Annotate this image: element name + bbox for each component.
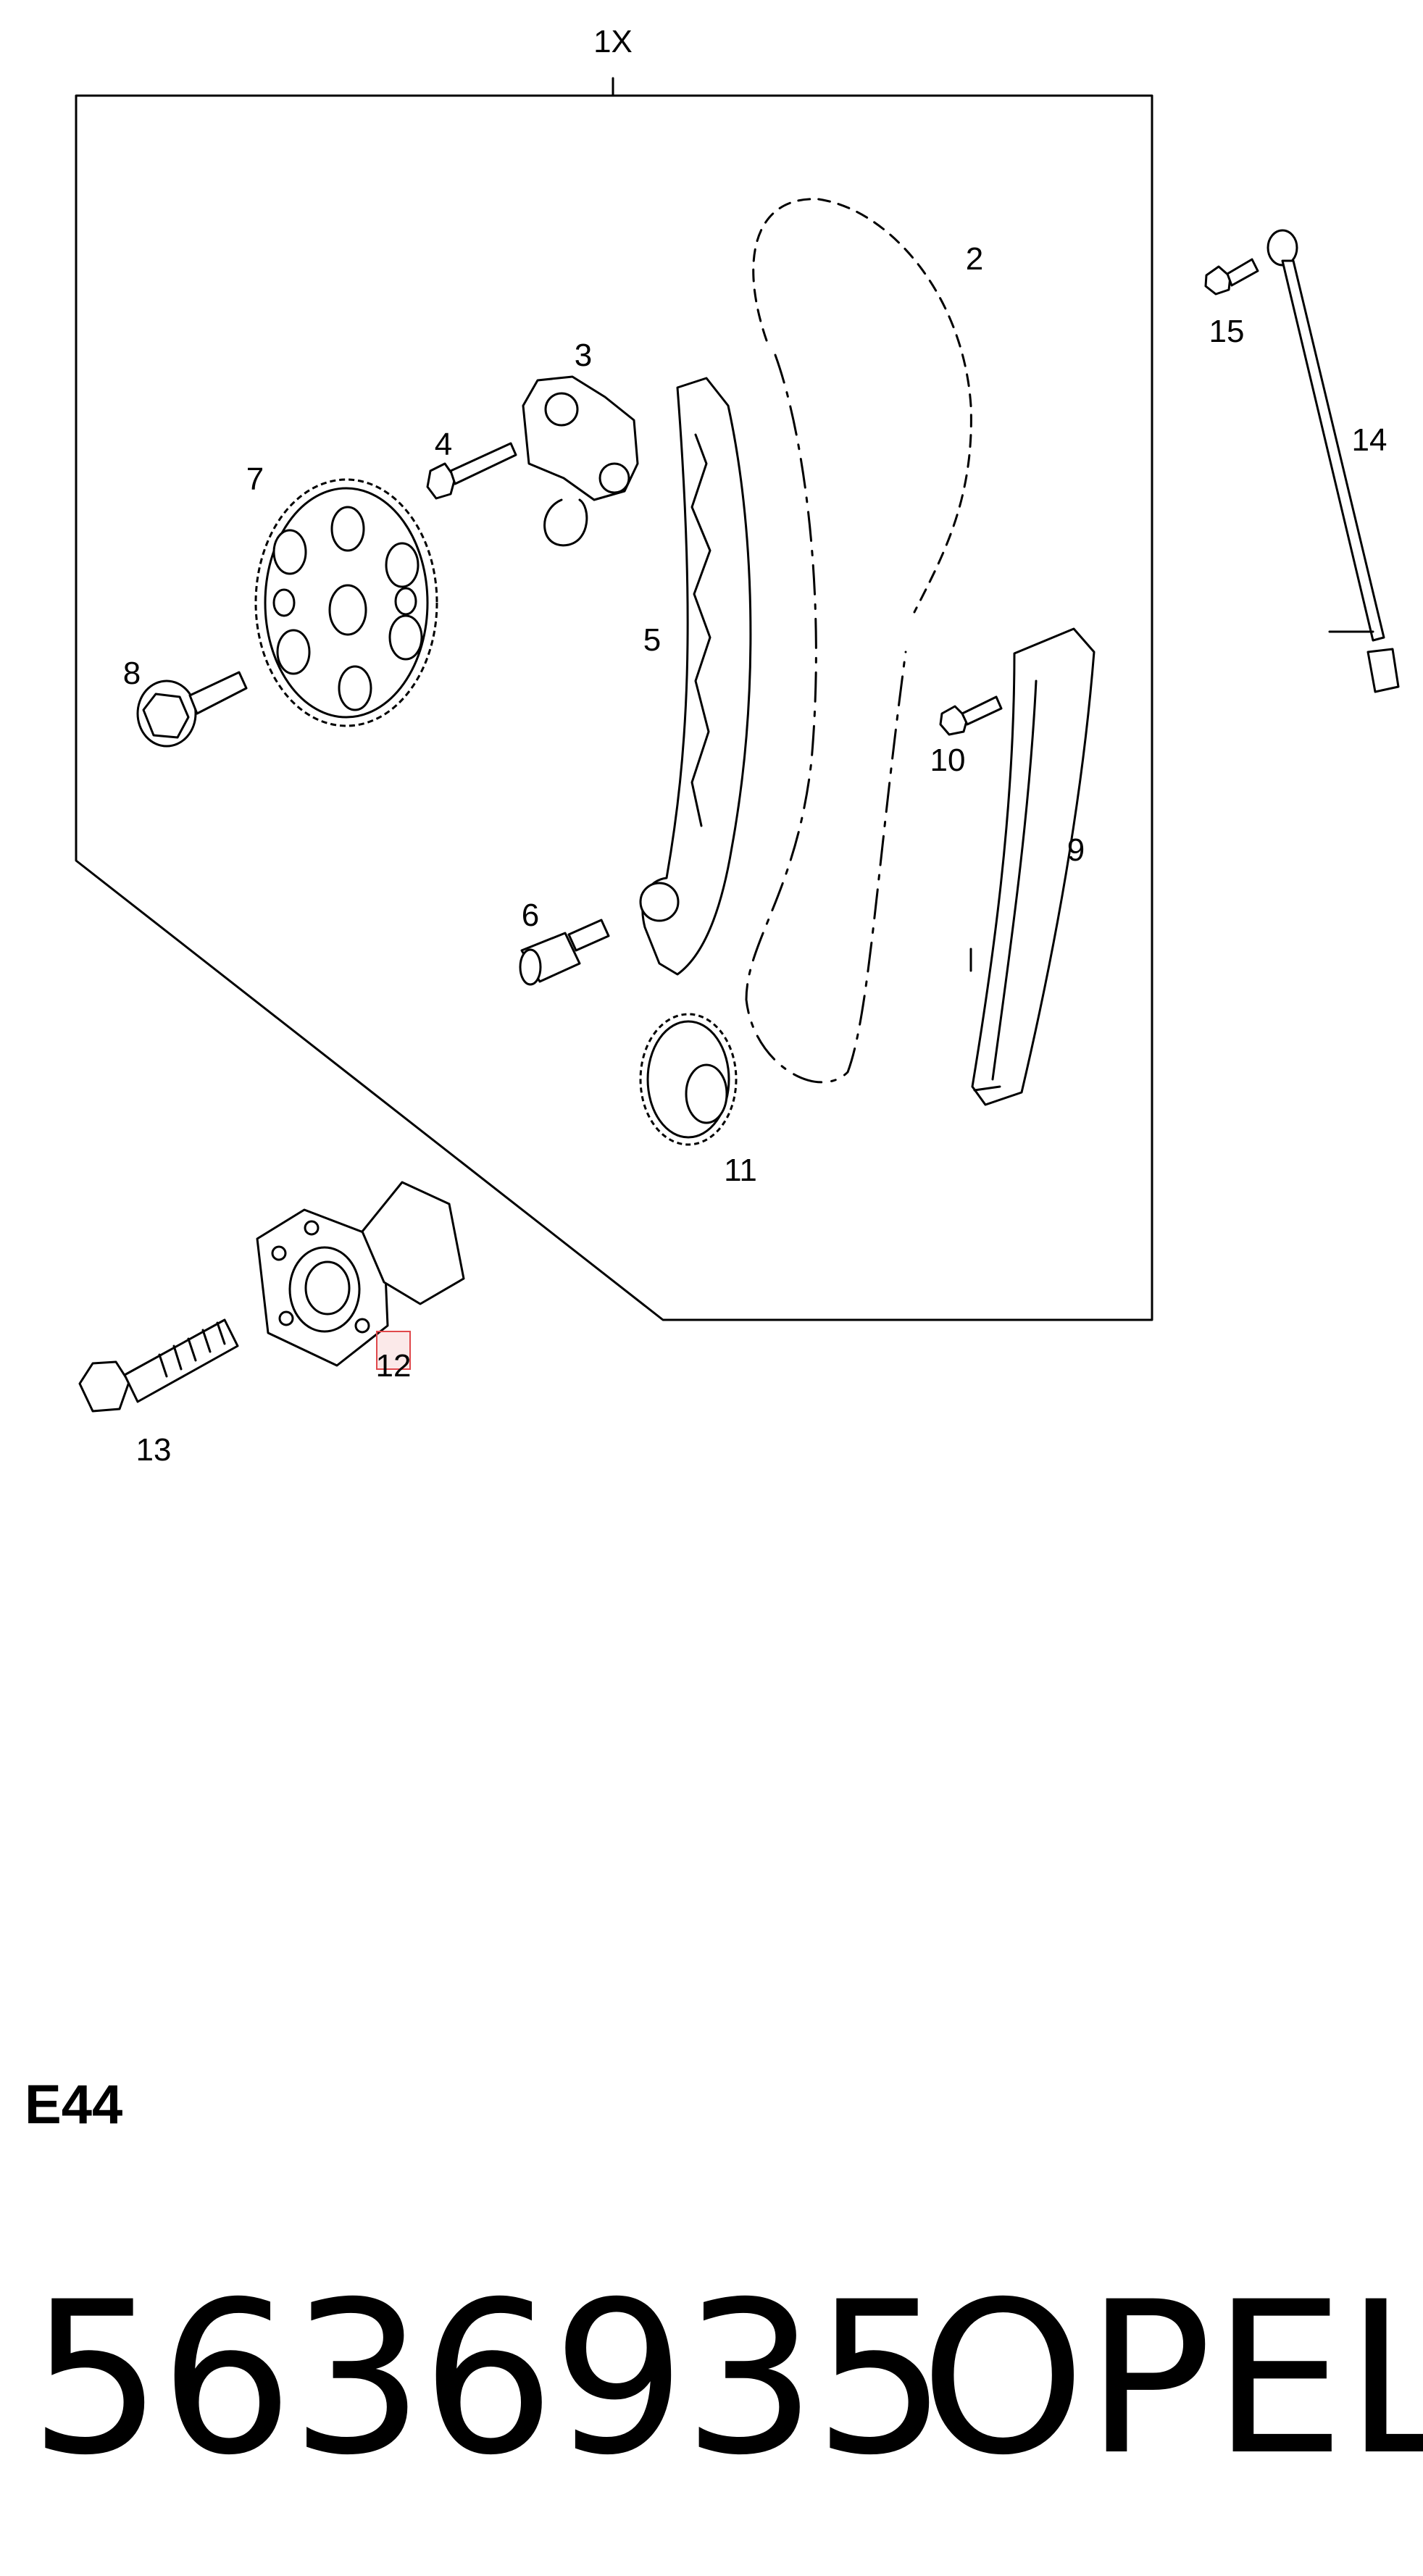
callout-2: 2 (966, 241, 983, 277)
callout-12-highlight (376, 1331, 411, 1370)
callout-10: 10 (930, 743, 966, 778)
callout-4: 4 (435, 427, 452, 462)
tensioner-rail[interactable] (639, 377, 752, 976)
camshaft-sprocket[interactable] (254, 478, 438, 727)
guide-rail-bolt[interactable] (939, 695, 1003, 736)
callout-6: 6 (522, 898, 539, 933)
part-number: 5636935 (29, 2257, 948, 2501)
sprocket-bolt[interactable] (136, 671, 248, 748)
exploded-parts-diagram: 1X 2 3 4 5 6 (75, 24, 1400, 1468)
callout-7: 7 (246, 461, 264, 497)
callout-13: 13 (136, 1432, 172, 1468)
kit-frame (75, 77, 1153, 1321)
callout-8: 8 (123, 656, 141, 691)
brand-name: OPEL (920, 2257, 1423, 2501)
kit-label: 1X (593, 24, 633, 59)
crankshaft-sprocket[interactable] (639, 1013, 738, 1146)
chain-tensioner[interactable] (522, 375, 639, 547)
callout-3: 3 (575, 338, 592, 373)
callout-9: 9 (1067, 832, 1085, 868)
pump-drive-housing[interactable] (256, 1181, 465, 1367)
oil-level-rod[interactable] (1266, 229, 1400, 693)
tensioner-bolt[interactable] (426, 442, 517, 500)
callout-12: 12 (376, 1348, 412, 1384)
rod-bolt[interactable] (1204, 258, 1259, 296)
callout-5: 5 (643, 622, 661, 658)
timing-chain[interactable] (745, 198, 972, 1084)
group-code: E44 (25, 2074, 123, 2136)
callout-11: 11 (724, 1153, 757, 1188)
guide-rail[interactable] (969, 627, 1096, 1106)
guide-pin[interactable] (519, 919, 610, 986)
callout-15: 15 (1209, 314, 1245, 349)
callout-14: 14 (1352, 422, 1387, 458)
flange-bolt[interactable] (78, 1318, 239, 1413)
